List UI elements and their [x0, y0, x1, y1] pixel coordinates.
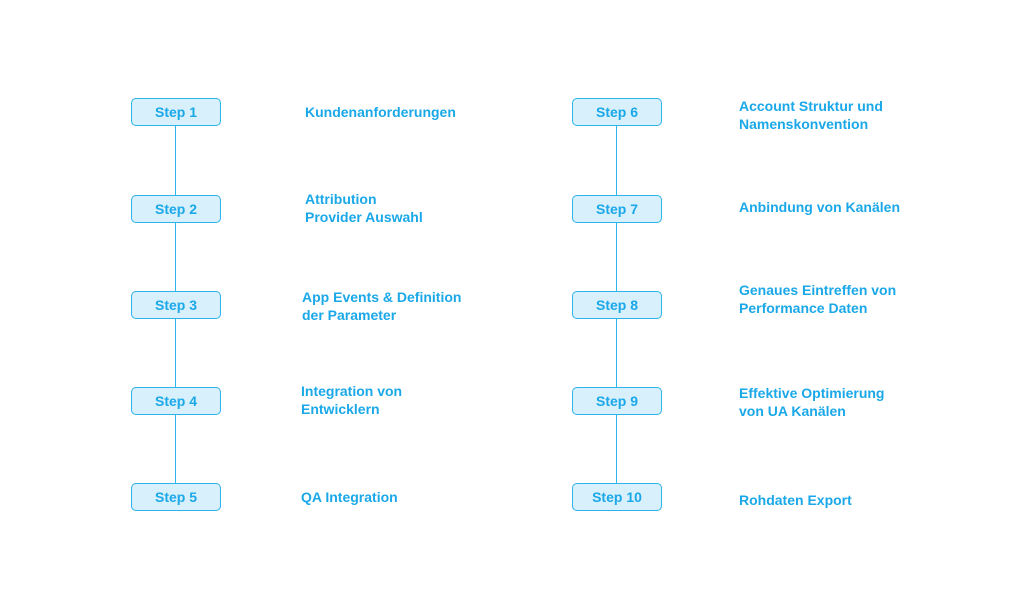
step-description-line: Integration von [301, 383, 403, 399]
step-description-line: QA Integration [301, 489, 398, 505]
step-box[interactable]: Step 4 [131, 387, 221, 415]
step-description-line: Effektive Optimierung [739, 385, 885, 401]
step-box[interactable]: Step 9 [572, 387, 662, 415]
step-box[interactable]: Step 3 [131, 291, 221, 319]
step-description: Kundenanforderungen [305, 103, 456, 121]
connector-line [175, 223, 177, 291]
step-box[interactable]: Step 5 [131, 483, 221, 511]
step-description-line: Performance Daten [739, 300, 868, 316]
step-box[interactable]: Step 10 [572, 483, 662, 511]
step-description-line: Entwicklern [301, 401, 380, 417]
connector-line [175, 319, 177, 387]
step-box[interactable]: Step 7 [572, 195, 662, 223]
connector-line [616, 126, 618, 195]
step-description-line: Anbindung von Kanälen [739, 199, 900, 215]
step-description-line: Account Struktur und [739, 98, 883, 114]
step-box[interactable]: Step 6 [572, 98, 662, 126]
step-description-line: Kundenanforderungen [305, 104, 456, 120]
step-description: App Events & Definition der Parameter [302, 288, 461, 324]
step-description: QA Integration [301, 488, 398, 506]
step-description-line: Provider Auswahl [305, 209, 423, 225]
connector-line [175, 126, 177, 195]
step-description-line: von UA Kanälen [739, 403, 846, 419]
step-description-line: Namenskonvention [739, 116, 869, 132]
step-box[interactable]: Step 2 [131, 195, 221, 223]
connector-line [616, 223, 618, 291]
connector-line [616, 319, 618, 387]
connector-line [616, 415, 618, 483]
step-description: Rohdaten Export [739, 491, 852, 509]
step-description-line: Genaues Eintreffen von [739, 282, 897, 298]
step-description-line: App Events & Definition [302, 289, 462, 305]
step-description-line: der Parameter [302, 307, 397, 323]
step-box[interactable]: Step 8 [572, 291, 662, 319]
step-description-line: Attribution [305, 191, 377, 207]
step-description: Effektive Optimierung von UA Kanälen [739, 384, 884, 420]
step-description-line: Rohdaten Export [739, 492, 852, 508]
connector-line [175, 415, 177, 483]
step-description: Anbindung von Kanälen [739, 198, 900, 216]
step-box[interactable]: Step 1 [131, 98, 221, 126]
